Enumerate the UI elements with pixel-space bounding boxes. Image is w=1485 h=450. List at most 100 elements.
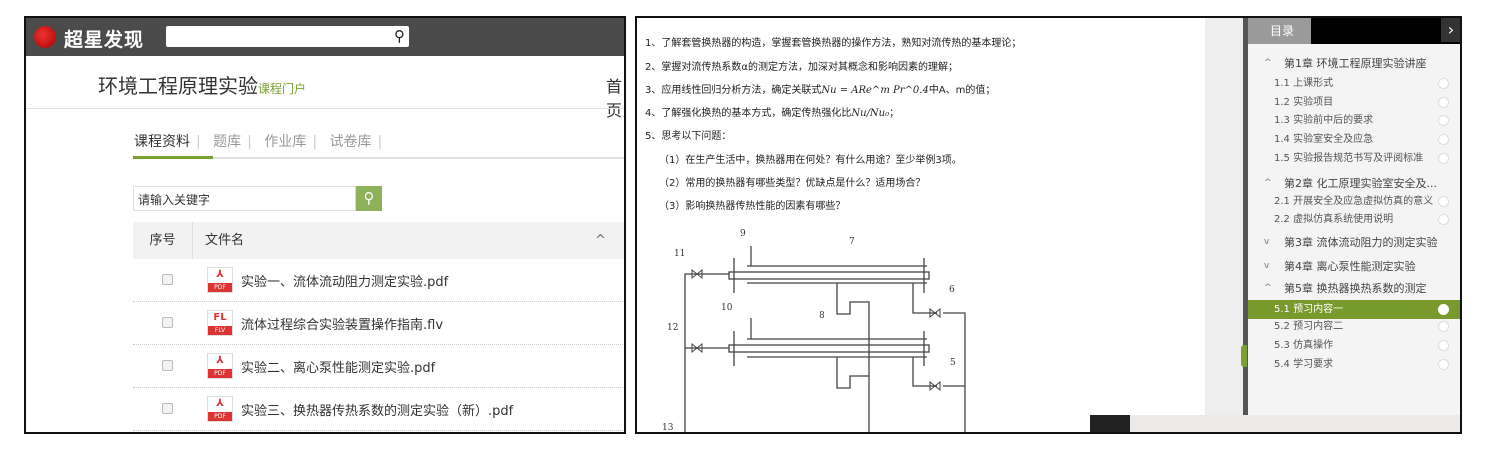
divider (26, 108, 624, 109)
file-type-label: PDF (208, 412, 232, 421)
toc-splitter[interactable] (1243, 18, 1248, 432)
toc-chapter[interactable]: ^ 第5章 换热器换热系数的测定 (1248, 279, 1460, 298)
formula-nu-correlation: Nu = ARe^m Pr^0.4 (821, 85, 929, 96)
tab-course-materials[interactable]: 课程资料 (134, 134, 190, 150)
heat-exchanger-diagram: 9 7 11 6 10 8 12 5 13 (662, 229, 966, 432)
objective-3-text: 3、应用线性回归分析方法，确定关联式 (645, 85, 822, 96)
file-type-label: FLV (208, 326, 232, 335)
objective-3: 3、应用线性回归分析方法，确定关联式Nu = ARe^m Pr^0.4中A、m的… (645, 81, 995, 96)
table-row[interactable]: ⅄ PDF 实验二、离心泵性能测定实验.pdf (133, 345, 624, 388)
toc-item-label: 5.1 预习内容一 (1274, 304, 1344, 315)
toc-section[interactable]: 5.2 预习内容二 (1248, 317, 1460, 336)
chevron-down-icon[interactable]: v (1264, 237, 1270, 247)
toc-item-label: 第5章 换热器换热系数的测定 (1284, 282, 1427, 295)
toc-item-label: 1.2 实验项目 (1274, 97, 1334, 108)
toc-section[interactable]: 5.4 学习要求 (1248, 355, 1460, 374)
toc-chapter[interactable]: v 第4章 离心泵性能测定实验 (1248, 257, 1460, 276)
tab-exam-bank[interactable]: 试卷库 (329, 134, 372, 150)
toc-section[interactable]: 1.2 实验项目 (1248, 93, 1460, 112)
sort-chevron-up-icon[interactable]: ^ (595, 233, 606, 248)
objective-1: 1、了解套管换热器的构造，掌握套管换热器的操作方法，熟知对流传热的基本理论； (645, 38, 1022, 49)
toc-chapter[interactable]: v 第3章 流体流动阻力的测定实验 (1248, 233, 1460, 252)
file-type-label: PDF (208, 369, 232, 378)
objective-4-text: 4、了解强化换热的基本方式，确定传热强化比 (645, 108, 852, 119)
keyword-search-input[interactable]: 请输入关键字 (133, 186, 356, 211)
column-index: 序号 (133, 222, 193, 259)
toc-collapse-handle[interactable] (1241, 345, 1247, 367)
toc-section[interactable]: 1.5 实验报告规范书写及评阅标准 (1248, 149, 1460, 168)
tab-homework-bank[interactable]: 作业库 (264, 134, 307, 150)
chevron-down-icon[interactable]: v (1264, 261, 1270, 271)
file-name-link[interactable]: 实验一、流体流动阻力测定实验.pdf (241, 275, 449, 290)
toc-section[interactable]: 5.3 仿真操作 (1248, 336, 1460, 355)
progress-circle-icon (1438, 196, 1449, 207)
toolbar-button[interactable] (1090, 415, 1130, 432)
file-name-link[interactable]: 流体过程综合实验装置操作指南.flv (241, 318, 444, 333)
objective-4-tail: ； (889, 108, 900, 119)
chevron-up-icon[interactable]: ^ (1264, 178, 1272, 188)
toc-item-label: 第3章 流体流动阻力的测定实验 (1284, 236, 1438, 249)
toc-section[interactable]: 1.3 实验前中后的要求 (1248, 111, 1460, 130)
objective-2: 2、掌握对流传热系数α的测定方法，加深对其概念和影响因素的理解； (645, 62, 958, 73)
row-checkbox[interactable] (162, 274, 173, 285)
progress-circle-icon (1438, 214, 1449, 225)
toc-item-label: 第2章 化工原理实验室安全及... (1284, 177, 1437, 190)
global-search-input[interactable]: ⚲ (166, 26, 409, 47)
toc-item-label: 第4章 离心泵性能测定实验 (1284, 260, 1416, 273)
diagram-label: 6 (949, 285, 955, 295)
diagram-label: 9 (740, 229, 746, 239)
progress-circle-icon (1438, 359, 1449, 370)
document-content: 1、了解套管换热器的构造，掌握套管换热器的操作方法，熟知对流传热的基本理论； 2… (637, 18, 1205, 432)
objective-4: 4、了解强化换热的基本方式，确定传热强化比Nu/Nu₀； (645, 104, 899, 119)
toc-chapter[interactable]: ^第1章 环境工程原理实验讲座 (1248, 54, 1460, 73)
pdf-file-icon: ⅄ PDF (207, 353, 233, 379)
home-link[interactable]: 首页 (606, 77, 623, 120)
tab-underline (133, 157, 624, 159)
search-icon: ⚲ (363, 189, 375, 207)
objective-3-tail: 中A、m的值； (928, 85, 996, 96)
row-checkbox[interactable] (162, 360, 173, 371)
table-header: 序号 文件名 ^ (133, 222, 624, 259)
file-name-link[interactable]: 实验三、换热器传热系数的测定实验（新）.pdf (241, 404, 514, 419)
chevron-right-icon[interactable]: › (1441, 18, 1460, 42)
pdf-file-icon: ⅄ PDF (207, 396, 233, 422)
toc-item-label: 2.1 开展安全及应急虚拟仿真的意义 (1274, 196, 1434, 207)
toc-section[interactable]: 1.4 实验室安全及应急 (1248, 130, 1460, 149)
row-checkbox[interactable] (162, 317, 173, 328)
table-row[interactable]: ⅄ PDF 实验三、换热器传热系数的测定实验（新）.pdf (133, 388, 624, 431)
tab-question-bank[interactable]: 题库 (213, 134, 242, 150)
file-name-link[interactable]: 实验二、离心泵性能测定实验.pdf (241, 361, 436, 376)
chevron-up-icon[interactable]: ^ (1264, 283, 1272, 293)
resource-tabs: 课程资料| 题库| 作业库| 试卷库| (134, 131, 390, 151)
tab-toc[interactable]: 目录 (1248, 18, 1311, 44)
file-icon-glyph: ⅄ (216, 398, 224, 409)
diagram-label: 10 (721, 303, 733, 313)
toc-section[interactable]: 5.1 预习内容一 (1248, 300, 1460, 319)
toc-section[interactable]: 1.1 上课形式 (1248, 74, 1460, 93)
row-checkbox[interactable] (162, 403, 173, 414)
course-portal-link[interactable]: 课程门户 (258, 82, 307, 96)
toc-section[interactable]: 2.1 开展安全及应急虚拟仿真的意义 (1248, 192, 1460, 211)
chevron-up-icon[interactable]: ^ (1264, 58, 1272, 68)
keyword-search-button[interactable]: ⚲ (356, 186, 382, 211)
table-row[interactable]: ⅄PDF 实验一、流体流动阻力测定实验.pdf (133, 259, 624, 302)
tab-separator: | (196, 134, 201, 150)
question-2: （2）常用的换热器有哪些类型？优缺点是什么？适用场合？ (659, 178, 926, 189)
file-icon-glyph: ⅄ (216, 355, 224, 366)
search-icon[interactable]: ⚲ (394, 27, 405, 45)
toc-item-label: 1.5 实验报告规范书写及评阅标准 (1274, 153, 1424, 164)
question-1: （1）在生产生活中，换热器用在何处？有什么用途？至少举例3项。 (659, 155, 962, 166)
progress-circle-icon (1438, 153, 1449, 164)
toc-chapter[interactable]: ^ 第2章 化工原理实验室安全及... (1248, 174, 1460, 193)
objective-5: 5、思考以下问题： (645, 131, 732, 142)
bottom-toolbar (1090, 415, 1460, 432)
progress-circle-icon (1438, 321, 1449, 332)
toc-section[interactable]: 2.2 虚拟仿真系统使用说明 (1248, 210, 1460, 229)
column-filename[interactable]: 文件名 (205, 233, 245, 248)
brand-name[interactable]: 超星发现 (64, 29, 145, 51)
diagram-label: 12 (667, 323, 678, 333)
chaoxing-logo-icon[interactable] (34, 26, 56, 48)
